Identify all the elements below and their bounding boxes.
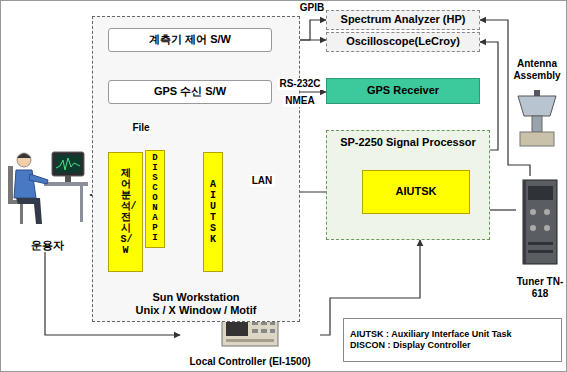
legs xyxy=(16,198,42,224)
operator-icon: 운용자 xyxy=(5,140,90,252)
node-label: Spectrum Analyzer (HP) xyxy=(341,13,466,26)
node-label: Antenna Assembly xyxy=(509,58,565,82)
software-box: GPS 수신 S/W xyxy=(108,80,272,104)
node-label: AIUTSK xyxy=(396,185,437,198)
antenna-pedestal xyxy=(532,116,542,132)
node-label: Unix / X Window / Motif xyxy=(136,304,257,317)
desk xyxy=(44,182,88,186)
instrument-box: Spectrum Analyzer (HP) xyxy=(326,10,480,30)
note-box: AIUTSK : Auxiliary Interface Unit TaskDI… xyxy=(343,318,562,362)
signal-label: File xyxy=(130,122,151,134)
tuner-slot xyxy=(528,250,553,253)
node-label: Tuner TN-618 xyxy=(516,276,564,300)
node-label: 계측기 제어 S/W xyxy=(149,33,231,46)
monitor-stand xyxy=(65,176,71,182)
tuner-knob xyxy=(530,225,536,231)
node-label: GPS 수신 S/W xyxy=(154,85,226,98)
controller-strip xyxy=(226,339,274,342)
tuner-figure xyxy=(523,180,557,264)
signal-label: LAN xyxy=(250,175,275,187)
monitor-screen xyxy=(55,155,81,173)
node-label: GPS Receiver xyxy=(367,84,439,97)
tuner-knob xyxy=(530,209,536,215)
tuner-icon: Tuner TN-618 xyxy=(516,176,564,300)
signal-label: NMEA xyxy=(283,95,316,107)
arm xyxy=(29,174,48,184)
receiver-box: GPS Receiver xyxy=(326,78,480,104)
task-box: AIUTSK xyxy=(203,152,223,272)
task-box: 제어분석/전시 S/W xyxy=(108,152,143,272)
tuner-panel xyxy=(528,186,553,200)
node-label: Local Controller (EI-1500) xyxy=(189,356,310,368)
desk-leg xyxy=(80,186,83,222)
antenna-icon: Antenna Assembly xyxy=(509,58,565,150)
processor-box: SP-2250 Signal ProcessorAIUTSK xyxy=(326,130,490,240)
node-label: 운용자 xyxy=(31,239,64,252)
antenna-feed xyxy=(534,90,540,96)
tuner-knob xyxy=(544,225,550,231)
software-box: 계측기 제어 S/W xyxy=(108,28,272,52)
body xyxy=(14,170,36,198)
api-box: DISCON API xyxy=(145,150,165,248)
chair-leg xyxy=(20,204,23,224)
node-label: AIUTSK xyxy=(208,179,218,245)
signal-label: RS-232C xyxy=(277,78,322,90)
waveform xyxy=(56,158,80,170)
tuner-knob xyxy=(544,209,550,215)
head xyxy=(17,153,31,167)
controller-icon: Local Controller (EI-1500) xyxy=(180,314,320,368)
controller-key xyxy=(252,329,258,333)
monitor xyxy=(52,152,84,176)
antenna-base xyxy=(520,132,554,146)
node-label: AIUTSK : Auxiliary Interface Unit Task xyxy=(350,329,512,340)
task-box: AIUTSK xyxy=(362,170,470,214)
node-label: Sun Workstation xyxy=(152,291,239,304)
node-label: SP-2250 Signal Processor xyxy=(340,136,476,149)
system-box: Sun WorkstationUnix / X Window / Motif 계측… xyxy=(92,16,300,322)
antenna-figure xyxy=(518,90,556,146)
controller-key xyxy=(270,329,275,333)
connector xyxy=(490,209,516,210)
hair xyxy=(17,154,31,159)
chair-back xyxy=(8,166,13,202)
controller-screen xyxy=(226,320,248,336)
antenna-dish xyxy=(518,96,556,116)
node-label: DISCON API xyxy=(151,154,160,243)
tuner-handle xyxy=(523,180,526,264)
operator-figure xyxy=(8,152,88,224)
signal-label: GPIB xyxy=(298,2,326,14)
instrument-box: Oscilloscope(LeCroy) xyxy=(326,32,480,52)
node-label: DISCON : Display Controller xyxy=(350,340,471,351)
tuner-slot xyxy=(528,242,553,245)
tuner-body xyxy=(523,180,557,264)
node-label: 제어분석/전시 S/W xyxy=(121,168,131,256)
controller-key xyxy=(261,329,267,333)
node-label: Oscilloscope(LeCroy) xyxy=(346,35,460,48)
